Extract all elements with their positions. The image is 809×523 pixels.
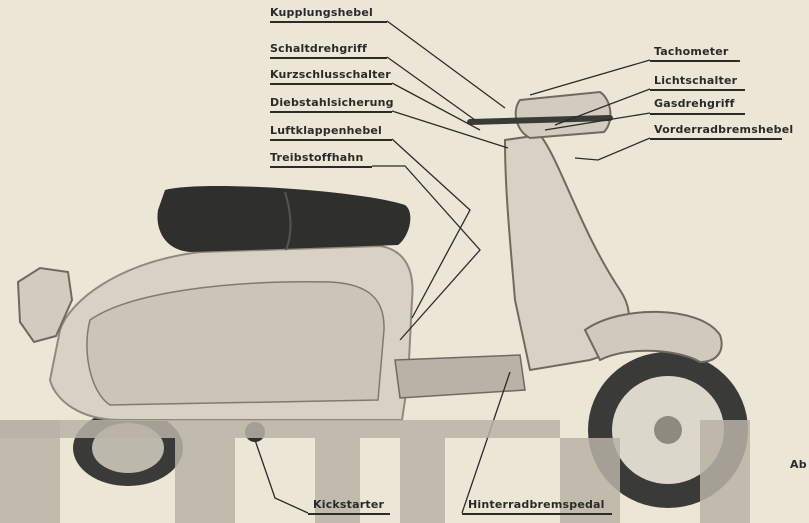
underline-diebstahlsicherung: [270, 111, 392, 113]
seat: [157, 186, 410, 252]
underline-schaltdrehgriff: [270, 57, 387, 59]
label-diebstahlsicherung: Diebstahlsicherung: [270, 96, 394, 109]
bar-top-left: [0, 420, 560, 438]
bar-6: [700, 420, 750, 523]
label-tachometer: Tachometer: [654, 45, 728, 58]
label-luftklappenhebel: Luftklappenhebel: [270, 124, 382, 137]
handlebar: [470, 118, 610, 122]
label-kurzschlussschalter: Kurzschlusschalter: [270, 68, 391, 81]
label-schaltdrehgriff: Schaltdrehgriff: [270, 42, 367, 55]
label-kupplungshebel: Kupplungshebel: [270, 6, 373, 19]
bar-4: [400, 438, 445, 523]
underline-hinterradbremspedal: [462, 513, 612, 515]
underline-kurzschlussschalter: [270, 83, 392, 85]
underline-gasdrehgriff: [650, 113, 745, 115]
underline-tachometer: [650, 60, 740, 62]
underline-treibstoffhahn: [270, 166, 372, 168]
floorboard: [395, 355, 525, 398]
label-treibstoffhahn: Treibstoffhahn: [270, 151, 363, 164]
underline-lichtschalter: [650, 89, 745, 91]
label-kickstarter: Kickstarter: [313, 498, 384, 511]
underline-luftklappenhebel: [270, 139, 392, 141]
underline-kickstarter: [308, 513, 390, 515]
label-lichtschalter: Lichtschalter: [654, 74, 737, 87]
headset: [516, 92, 611, 138]
underline-vorderradbremshebel: [650, 138, 782, 140]
underline-kupplungshebel: [270, 21, 387, 23]
label-hinterradbremspedal: Hinterradbremspedal: [468, 498, 605, 511]
label-vorderradbremshebel: Vorderradbremshebel: [654, 123, 793, 136]
figure-caption: Ab: [790, 458, 807, 471]
bar-2: [175, 438, 235, 523]
label-gasdrehgriff: Gasdrehgriff: [654, 97, 735, 110]
